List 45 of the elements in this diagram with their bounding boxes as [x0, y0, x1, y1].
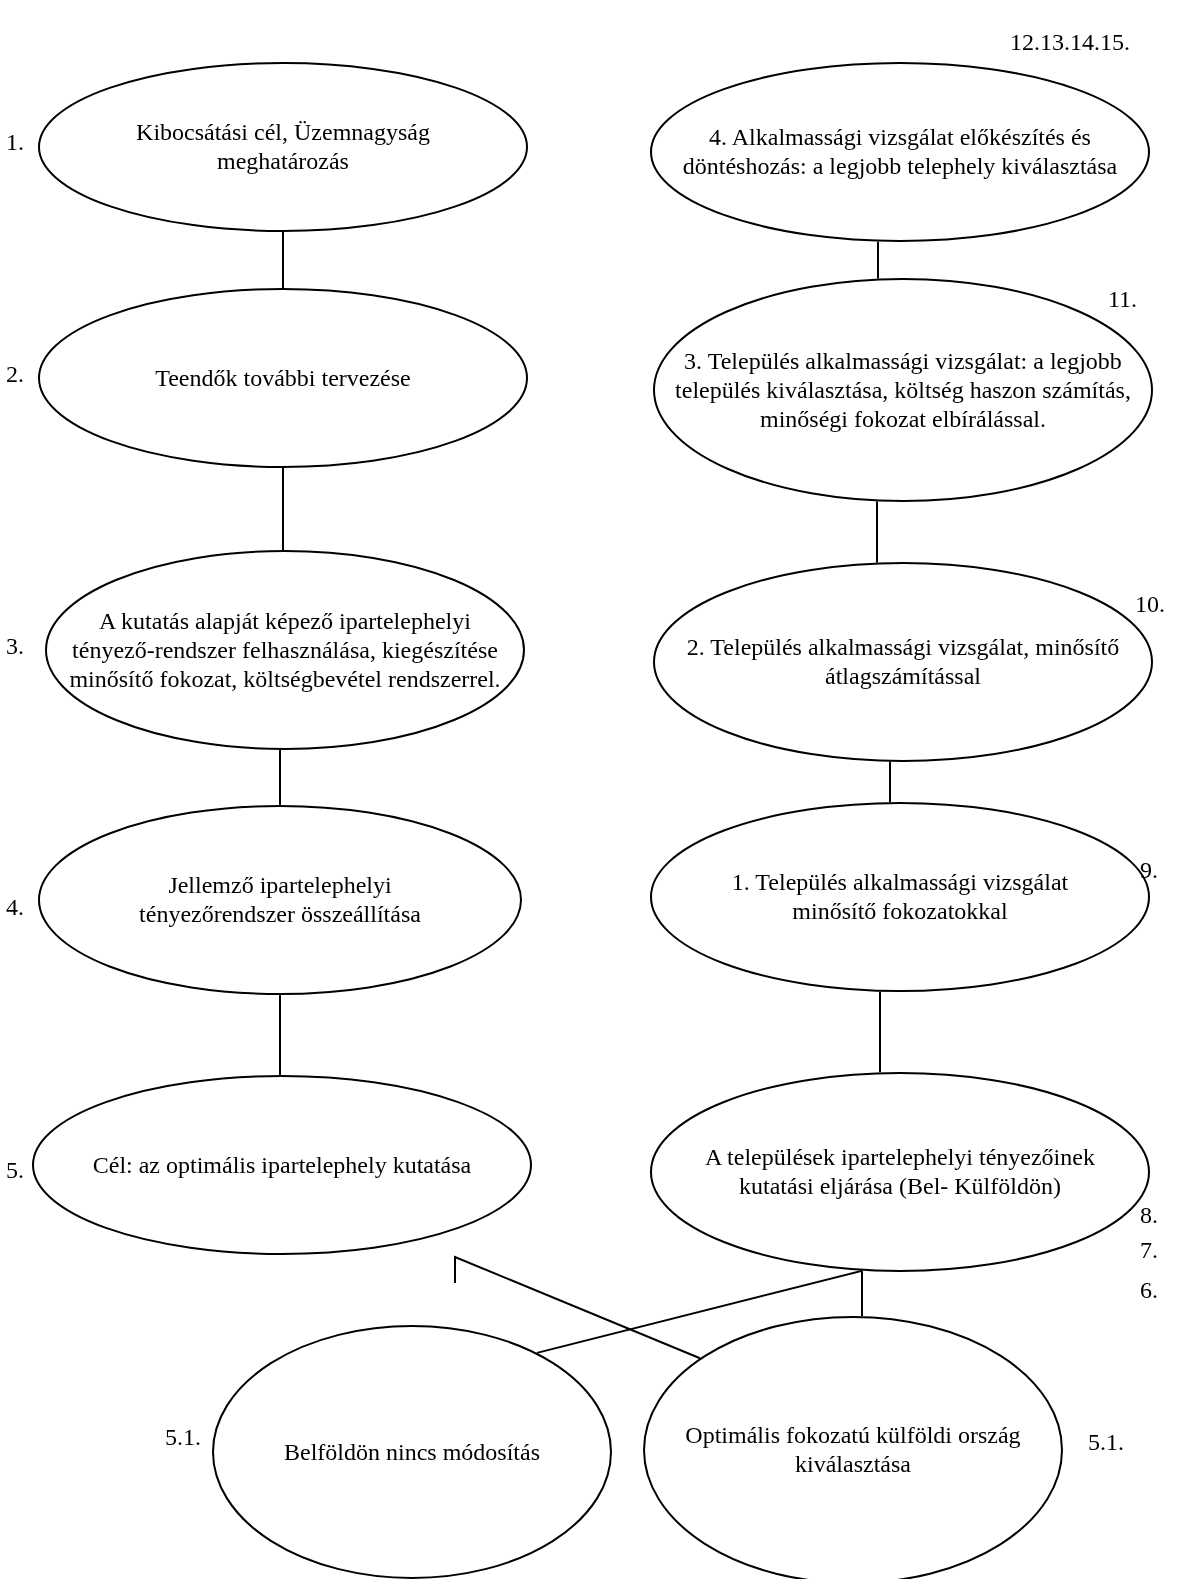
step-number: 7. [1140, 1238, 1158, 1262]
connector-line [282, 231, 284, 289]
step-number: 9. [1140, 858, 1158, 882]
ellipse-node [38, 288, 528, 468]
connector-line [282, 467, 284, 551]
step-number: 5.1. [1088, 1430, 1124, 1454]
step-number: 5.1. [165, 1425, 201, 1449]
ellipse-node [650, 62, 1150, 242]
connector-line [879, 990, 881, 1074]
node-text: Teendők további tervezése [154, 363, 412, 393]
node-text: Optimális fokozatú külföldi ország kiválasztása [684, 1421, 1022, 1479]
ellipse-node [38, 62, 528, 232]
node-text: A települések ipartelephelyi tényezőinek kutatási eljárása (Bel- Külföldön) [704, 1143, 1096, 1201]
ellipse-node [653, 278, 1153, 502]
ellipse-node [212, 1325, 612, 1579]
connector-line [536, 1269, 863, 1354]
step-number: 5. [6, 1158, 24, 1182]
connector-line [454, 1255, 701, 1360]
connector-line [279, 994, 281, 1076]
step-number: 10. [1135, 592, 1165, 616]
connector-line [876, 500, 878, 564]
step-number: 11. [1108, 287, 1138, 311]
step-number: 1. [6, 130, 24, 154]
node-text: 1. Település alkalmassági vizsgálat minősítő fokozatokkal [730, 868, 1070, 926]
step-number: 8. [1140, 1203, 1158, 1227]
node-text: 2. Település alkalmassági vizsgálat, minősítő átlagszámítással [685, 633, 1121, 691]
ellipse-node [32, 1075, 532, 1255]
node-text: Belföldön nincs módosítás [283, 1437, 541, 1467]
connector-line [279, 749, 281, 806]
node-text: Cél: az optimális ipartelephely kutatása [91, 1150, 473, 1180]
step-number: 2. [6, 362, 24, 386]
step-number: 4. [6, 895, 24, 919]
node-text: 3. Település alkalmassági vizsgálat: a legjobb település kiválasztása, költség haszon számítás, minőségi fokozat elbírálással. [674, 346, 1132, 434]
ellipse-node [45, 550, 525, 750]
connector-line [889, 760, 891, 804]
step-number: 12.13.14.15. [1010, 30, 1130, 54]
ellipse-node [38, 805, 522, 995]
node-text: 4. Alkalmassági vizsgálat előkészítés és döntéshozás: a legjobb telephely kiválasztása [681, 123, 1119, 181]
step-number: 6. [1140, 1278, 1158, 1302]
node-text: A kutatás alapját képező ipartelephelyi tényező-rendszer felhasználása, kiegészítése minősítő fokozat, költségbevétel rendszerrel. [68, 606, 502, 694]
connector-line [861, 1269, 863, 1318]
node-text: Jellemző ipartelephelyi tényezőrendszer összeállítása [138, 871, 422, 929]
connector-line [877, 240, 879, 280]
step-number: 3. [6, 634, 24, 658]
node-text: Kibocsátási cél, Üzemnagyság meghatározás [135, 118, 431, 176]
